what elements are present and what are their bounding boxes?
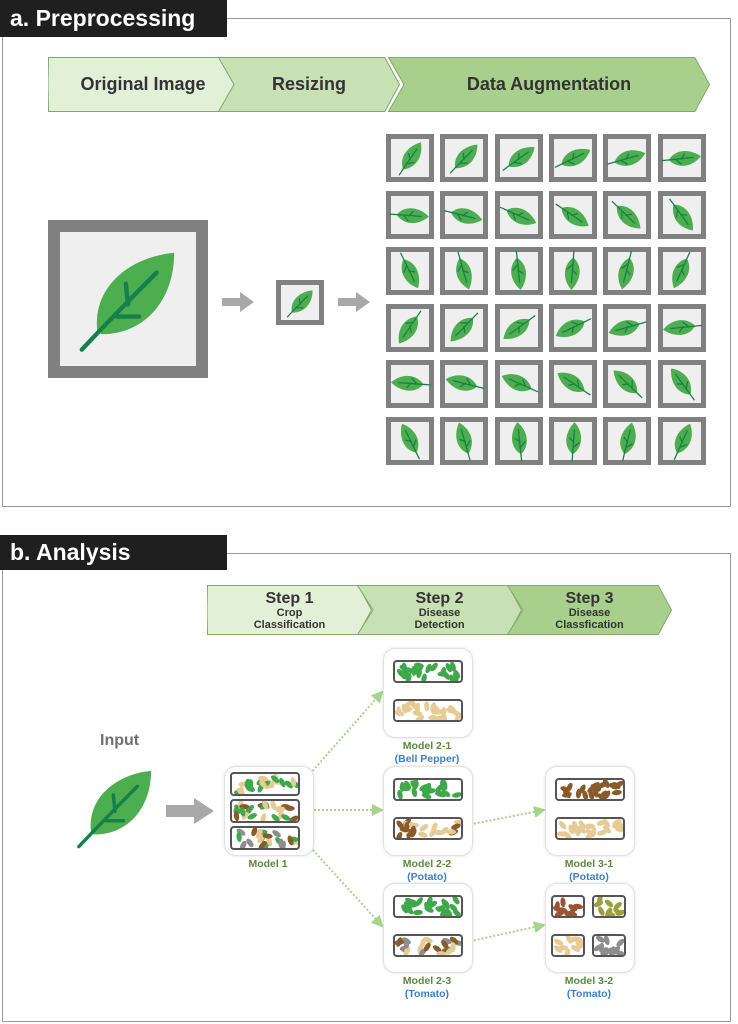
step-desc: Detection — [414, 618, 465, 631]
augmented-image — [386, 247, 434, 295]
leaf-sample-strip — [393, 895, 463, 918]
original-image — [48, 220, 208, 378]
step-label: Resizing — [271, 74, 346, 94]
augmented-image — [494, 134, 543, 182]
analysis-step-1: Step 1 Crop Classification — [207, 585, 372, 635]
model-name: Model 3-1 — [564, 858, 614, 870]
leaf-sample-strip — [393, 778, 463, 801]
model-name: Model 2-3 — [402, 975, 452, 987]
step-desc: Disease — [418, 606, 461, 619]
step-label: Data Augmentation — [466, 74, 632, 94]
augmented-image — [603, 416, 652, 465]
augmented-image — [657, 247, 706, 295]
augmented-image — [386, 303, 434, 352]
leaf-sample-strip — [230, 799, 300, 823]
model-m21-label: Model 2-1(Bell Pepper) — [367, 740, 487, 765]
model-m32-label: Model 3-2(Tomato) — [529, 975, 649, 1000]
augmented-image — [440, 360, 489, 408]
augmented-image — [440, 190, 489, 239]
model-crop: (Bell Pepper) — [394, 752, 460, 765]
section-a-title: a. Preprocessing — [0, 0, 227, 37]
augmented-image — [440, 134, 489, 182]
leaf-sample-strip — [230, 826, 300, 850]
model-m31-label: Model 3-1(Potato) — [529, 858, 649, 883]
augmented-image — [494, 247, 543, 295]
augmented-image — [386, 190, 434, 239]
leaf-sample-strip — [592, 934, 626, 957]
augmented-image — [548, 190, 597, 239]
model-name: Model 3-2 — [564, 975, 614, 987]
leaf-sample-strip — [555, 817, 625, 840]
model-name: Model 2-1 — [402, 740, 452, 752]
model-crop: (Tomato) — [404, 987, 450, 1000]
augmented-image — [657, 303, 706, 352]
leaf-sample-strip — [393, 817, 463, 840]
leaf-sample-strip — [230, 772, 300, 796]
model-crop: (Tomato) — [566, 987, 612, 1000]
augmented-image — [603, 360, 652, 408]
leaf-sample-strip — [393, 699, 463, 722]
step-title: Step 1 — [265, 589, 314, 607]
arrow-icon — [222, 292, 254, 312]
augmented-image — [386, 416, 434, 465]
model-crop: (Potato) — [569, 870, 609, 883]
input-label: Input — [100, 732, 140, 749]
augmented-image — [440, 247, 489, 295]
arrow-icon — [338, 292, 370, 312]
augmented-image — [657, 190, 706, 239]
leaf-sample-strip — [555, 778, 625, 801]
augmented-image — [440, 303, 489, 352]
model-crop: (Potato) — [407, 870, 447, 883]
step-desc: Disease — [568, 606, 611, 619]
augmented-image — [386, 134, 434, 182]
augmented-image — [386, 360, 434, 408]
augmented-image — [603, 303, 652, 352]
augmented-image — [657, 416, 706, 465]
step-title: Step 3 — [565, 589, 614, 607]
section-b-title: b. Analysis — [0, 535, 227, 570]
step-label: Original Image — [80, 74, 206, 94]
step-desc: Crop — [276, 606, 303, 619]
step-desc: Classification — [253, 618, 326, 631]
augmented-image — [548, 303, 597, 352]
augmented-image — [494, 190, 543, 239]
augmented-image — [603, 134, 652, 182]
step-chevron-2: Resizing — [218, 57, 400, 112]
augmented-image — [548, 360, 597, 408]
augmented-image — [548, 247, 597, 295]
augmented-image — [603, 190, 652, 239]
augmented-image — [440, 416, 489, 465]
step-desc: Classfication — [555, 618, 624, 631]
leaf-sample-strip — [393, 660, 463, 683]
augmented-image — [494, 303, 543, 352]
augmented-image — [494, 416, 543, 465]
model-m23-label: Model 2-3(Tomato) — [367, 975, 487, 1000]
augmented-image — [548, 134, 597, 182]
augmented-image — [548, 416, 597, 465]
leaf-sample-strip — [551, 934, 585, 957]
augmented-image — [603, 247, 652, 295]
model-m1-label: Model 1 — [208, 858, 328, 871]
leaf-sample-strip — [551, 895, 585, 918]
step-chevron-3: Data Augmentation — [388, 57, 710, 112]
input-arrow-icon — [166, 798, 214, 824]
augmented-image — [494, 360, 543, 408]
step-title: Step 2 — [415, 589, 464, 607]
model-name: Model 2-2 — [402, 858, 452, 870]
model-m22-label: Model 2-2(Potato) — [367, 858, 487, 883]
model-name: Model 1 — [248, 858, 288, 870]
leaf-sample-strip — [393, 934, 463, 957]
analysis-step-3: Step 3 Disease Classfication — [507, 585, 672, 635]
leaf-sample-strip — [592, 895, 626, 918]
resized-image — [276, 280, 324, 325]
augmented-image — [657, 360, 706, 408]
augmented-image — [657, 134, 706, 182]
